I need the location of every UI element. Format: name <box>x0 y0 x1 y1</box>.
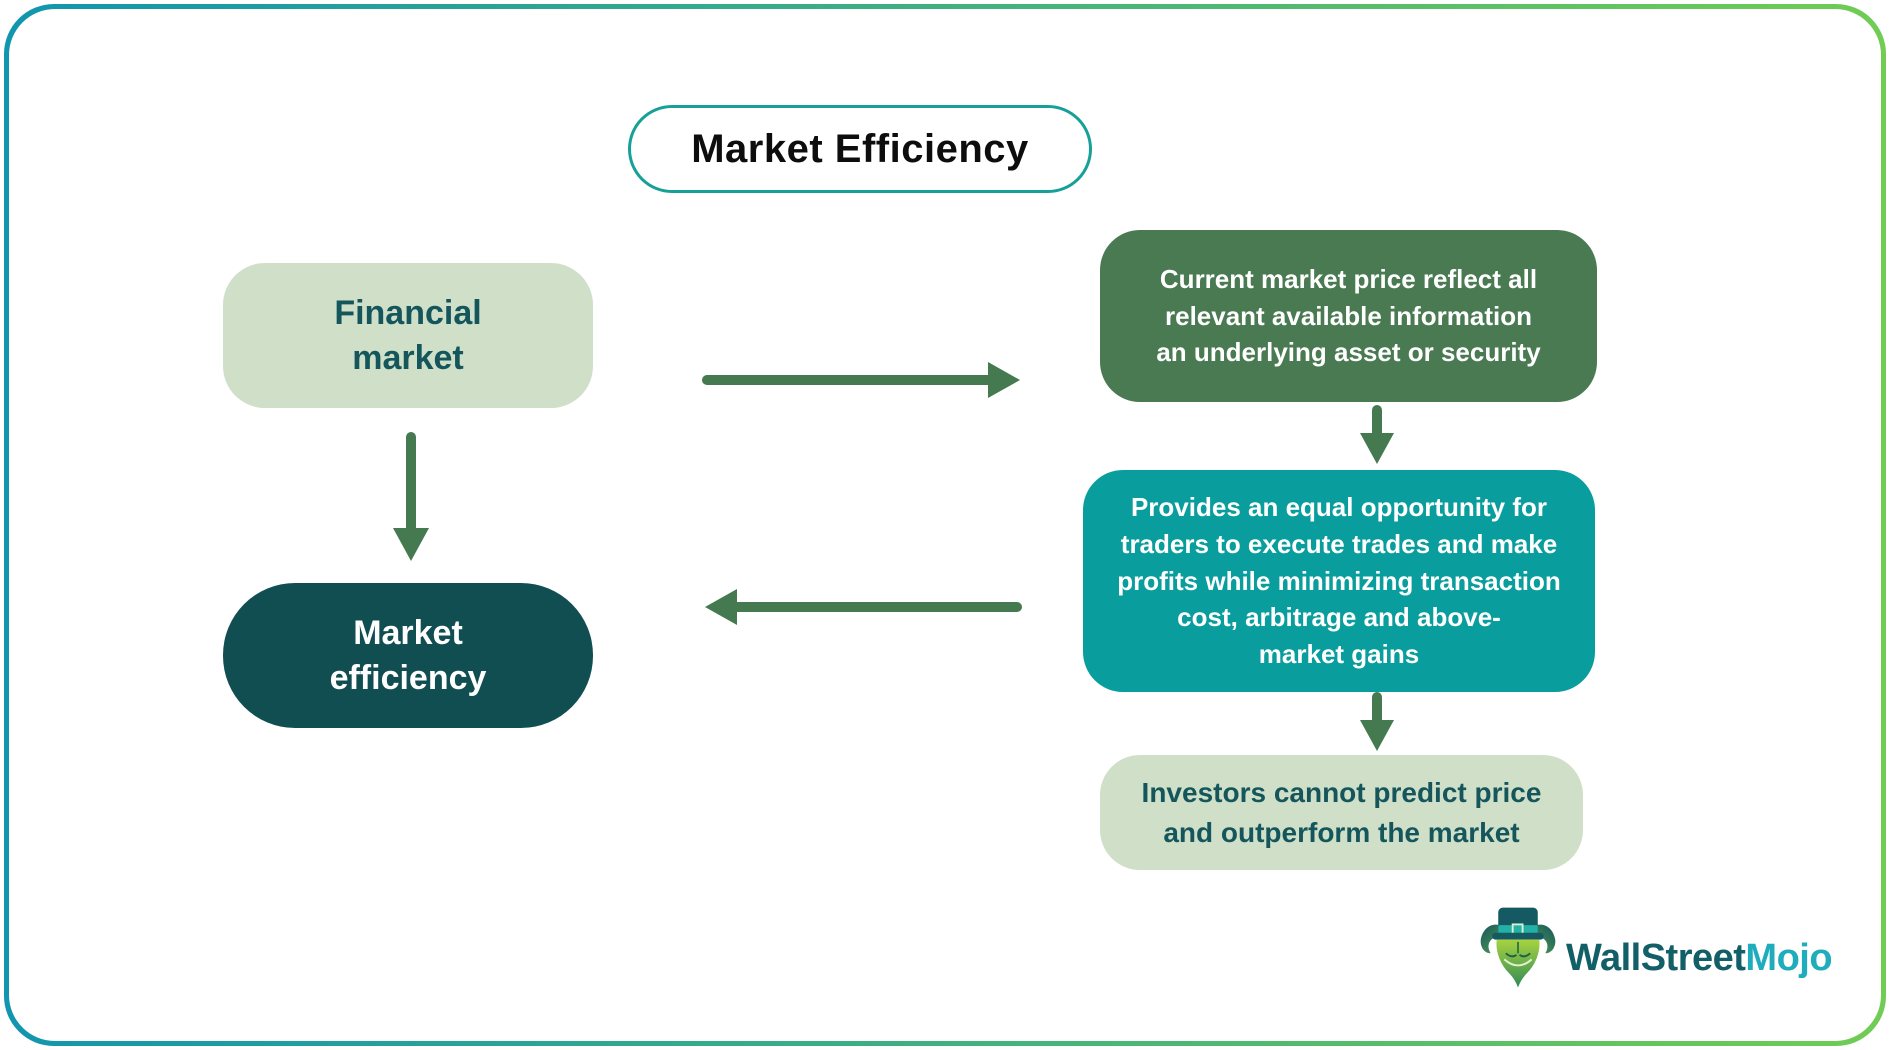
wallstreetmojo-logo: WallStreetMojo <box>1480 905 1833 997</box>
node-current-market-price-text: Current market price reflect all relevan… <box>1156 263 1541 368</box>
bull-mascot-icon <box>1480 907 1556 988</box>
node-equal-opportunity-text: Provides an equal opportunity for trader… <box>1117 491 1561 670</box>
node-financial-market-label: Financial market <box>334 293 482 377</box>
node-current-market-price: Current market price reflect all relevan… <box>1100 230 1597 402</box>
node-equal-opportunity: Provides an equal opportunity for trader… <box>1083 470 1595 692</box>
node-financial-market: Financial market <box>223 263 593 408</box>
node-market-efficiency: Market efficiency <box>223 583 593 728</box>
brand-name-first: WallStreet <box>1566 936 1746 979</box>
page-title: Market Efficiency <box>691 126 1029 171</box>
wallstreetmojo-wordmark: WallStreetMojo <box>1566 936 1833 980</box>
diagram-title-pill: Market Efficiency <box>628 105 1092 193</box>
node-investors-cannot-predict: Investors cannot predict price and outpe… <box>1100 755 1583 870</box>
brand-name-second: Mojo <box>1745 936 1833 979</box>
node-investors-cannot-predict-text: Investors cannot predict price and outpe… <box>1141 776 1542 848</box>
node-market-efficiency-label: Market efficiency <box>329 613 487 697</box>
